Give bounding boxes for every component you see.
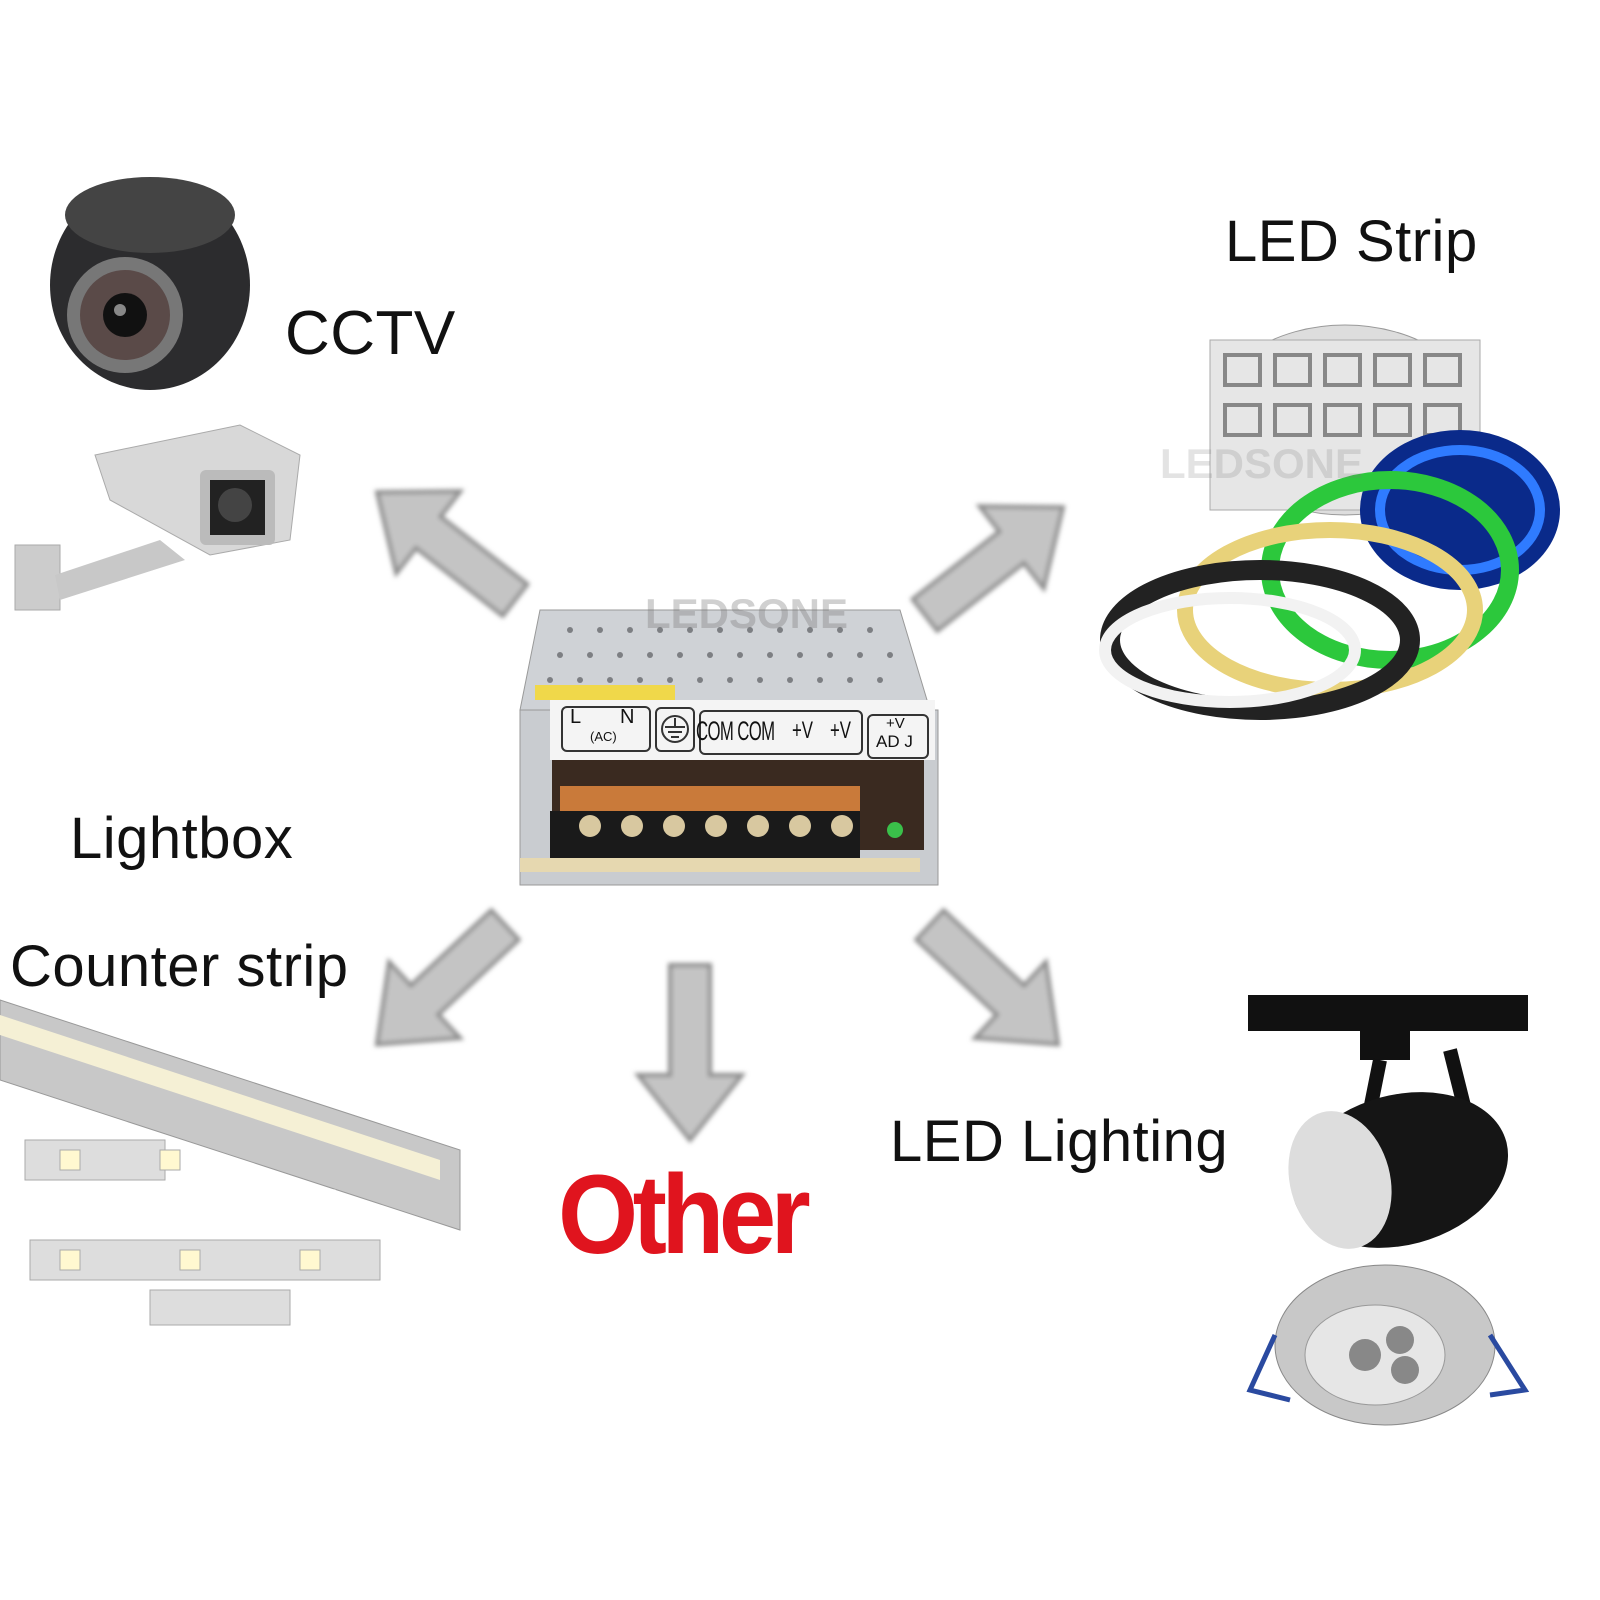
dome-camera <box>50 177 250 390</box>
terminal-label-com: COM COM <box>696 716 775 746</box>
terminal-label-adj-top: +V <box>886 715 905 732</box>
arrow-to-other <box>633 963 747 1144</box>
terminal-label-l: L <box>570 706 582 728</box>
watermark: LEDSONE <box>645 590 849 637</box>
terminal-label-ac: (AC) <box>590 729 617 744</box>
power-supply: L N (AC) COM COM +V +V +V AD J <box>510 600 939 886</box>
terminal-label-adj-bottom: AD J <box>876 732 913 751</box>
downlight <box>1246 1264 1530 1426</box>
label-cctv: CCTV <box>285 299 456 368</box>
watermark: LEDSONE <box>1160 440 1364 487</box>
terminal-label-v2: +V <box>830 717 852 744</box>
label-led-strip: LED Strip <box>1225 209 1478 274</box>
arrow-to-counter-strip <box>374 907 522 1047</box>
track-light <box>1248 995 1528 1249</box>
arrow-to-cctv <box>374 489 531 619</box>
counter-strip-bars <box>0 999 461 1326</box>
led-strip-reels <box>1099 324 1560 720</box>
label-lightbox: Lightbox <box>70 806 294 871</box>
arrow-to-led-strip <box>909 504 1066 634</box>
watermark: LEDSONE <box>135 1180 339 1227</box>
label-other: Other <box>558 1152 811 1277</box>
label-led-lighting: LED Lighting <box>890 1109 1229 1174</box>
arrow-to-led-lighting <box>913 907 1061 1047</box>
label-counter-strip: Counter strip <box>10 934 349 999</box>
bullet-camera <box>14 424 301 611</box>
terminal-label-v1: +V <box>792 717 814 744</box>
terminal-label-n: N <box>620 706 635 728</box>
